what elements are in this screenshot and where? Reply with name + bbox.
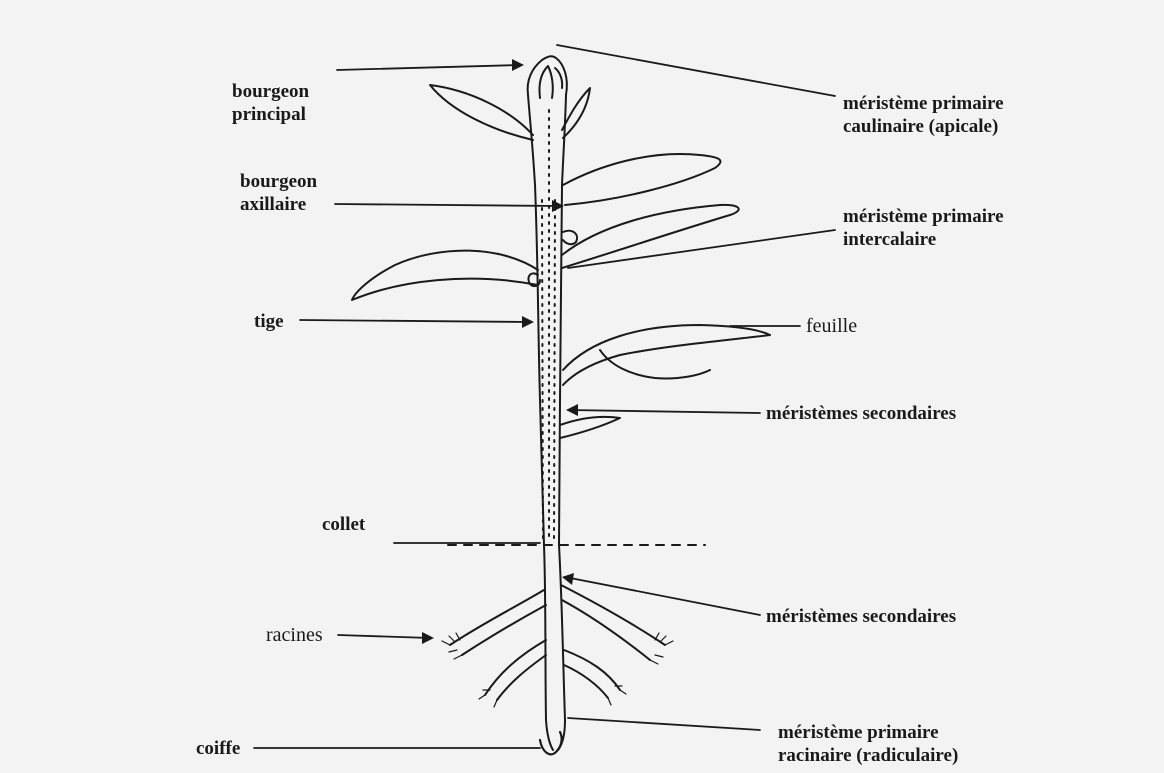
label-meristeme-racinaire: méristème primaire racinaire (radiculair… <box>778 721 958 767</box>
label-meristeme-caulinaire: méristème primaire caulinaire (apicale) <box>843 92 1004 138</box>
apical-bud <box>528 56 567 98</box>
label-meristemes-secondaires-racine: méristèmes secondaires <box>766 605 956 628</box>
label-collet: collet <box>322 513 365 536</box>
label-meristeme-intercalaire: méristème primaire intercalaire <box>843 205 1004 251</box>
label-racines: racines <box>266 624 323 647</box>
stem <box>528 95 566 545</box>
label-meristemes-secondaires-tige: méristèmes secondaires <box>766 402 956 425</box>
vascular-dots <box>542 110 555 540</box>
label-bourgeon-principal: bourgeon principal <box>232 80 309 126</box>
label-bourgeon-axillaire: bourgeon axillaire <box>240 170 317 216</box>
label-coiffe: coiffe <box>196 737 240 760</box>
label-feuille: feuille <box>806 315 857 338</box>
label-tige: tige <box>254 310 284 333</box>
